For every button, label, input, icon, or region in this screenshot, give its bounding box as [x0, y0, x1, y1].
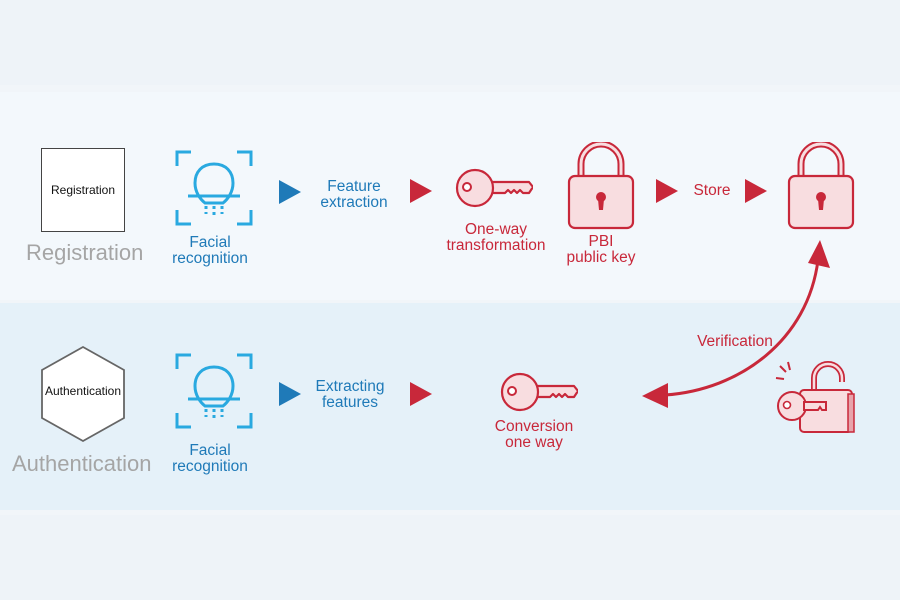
reg-facial-label: Facial recognition: [170, 235, 250, 267]
padlock-icon: [567, 142, 635, 230]
auth-facial-line2: recognition: [172, 458, 248, 475]
reg-feature-line1: Feature: [327, 178, 381, 195]
registration-box-label: Registration: [50, 183, 116, 197]
registration-title: Registration: [26, 240, 144, 265]
conversion-line1: Conversion: [494, 418, 574, 435]
authentication-hexagon: [41, 345, 125, 443]
pbi-label: PBI public key: [556, 234, 646, 266]
auth-facial-label: Facial recognition: [170, 443, 250, 475]
reg-transform-label: One-way transformation: [436, 222, 556, 254]
reg-feature-label: Feature extraction: [314, 179, 394, 211]
face-scan-icon: [175, 353, 253, 429]
curved-double-arrow: [642, 240, 830, 408]
unlock-key-icon: [775, 361, 855, 433]
reg-transform-line1: One-way: [464, 221, 528, 238]
bottom-band: [0, 515, 900, 600]
authentication-box-label: Authentication: [44, 384, 122, 398]
key-icon: [500, 372, 578, 412]
conversion-label: Conversion one way: [484, 419, 584, 451]
reg-facial-line1: Facial: [189, 234, 231, 251]
key-icon: [455, 168, 533, 208]
play-arrow-icon: [279, 382, 301, 406]
registration-box: Registration: [41, 148, 125, 232]
play-arrow-icon: [279, 180, 301, 204]
reg-transform-line2: transformation: [446, 237, 546, 254]
auth-facial-line1: Facial: [189, 442, 231, 459]
auth-feature-line2: features: [321, 394, 378, 411]
pbi-line1: PBI: [588, 233, 614, 250]
authentication-band: [0, 303, 900, 510]
play-arrow-icon: [745, 179, 767, 203]
play-arrow-icon: [656, 179, 678, 203]
face-scan-icon: [175, 150, 253, 226]
store-label: Store: [693, 182, 731, 199]
play-arrow-icon: [410, 382, 432, 406]
verification-label: Verification: [697, 333, 773, 350]
reg-facial-line2: recognition: [172, 250, 248, 267]
padlock-icon: [787, 142, 855, 230]
conversion-line2: one way: [505, 434, 563, 451]
auth-feature-label: Extracting features: [310, 379, 390, 411]
play-arrow-icon: [410, 179, 432, 203]
pbi-line2: public key: [566, 249, 636, 266]
auth-feature-line1: Extracting: [315, 378, 385, 395]
top-band: [0, 0, 900, 85]
reg-feature-line2: extraction: [320, 194, 388, 211]
authentication-title: Authentication: [12, 451, 152, 476]
